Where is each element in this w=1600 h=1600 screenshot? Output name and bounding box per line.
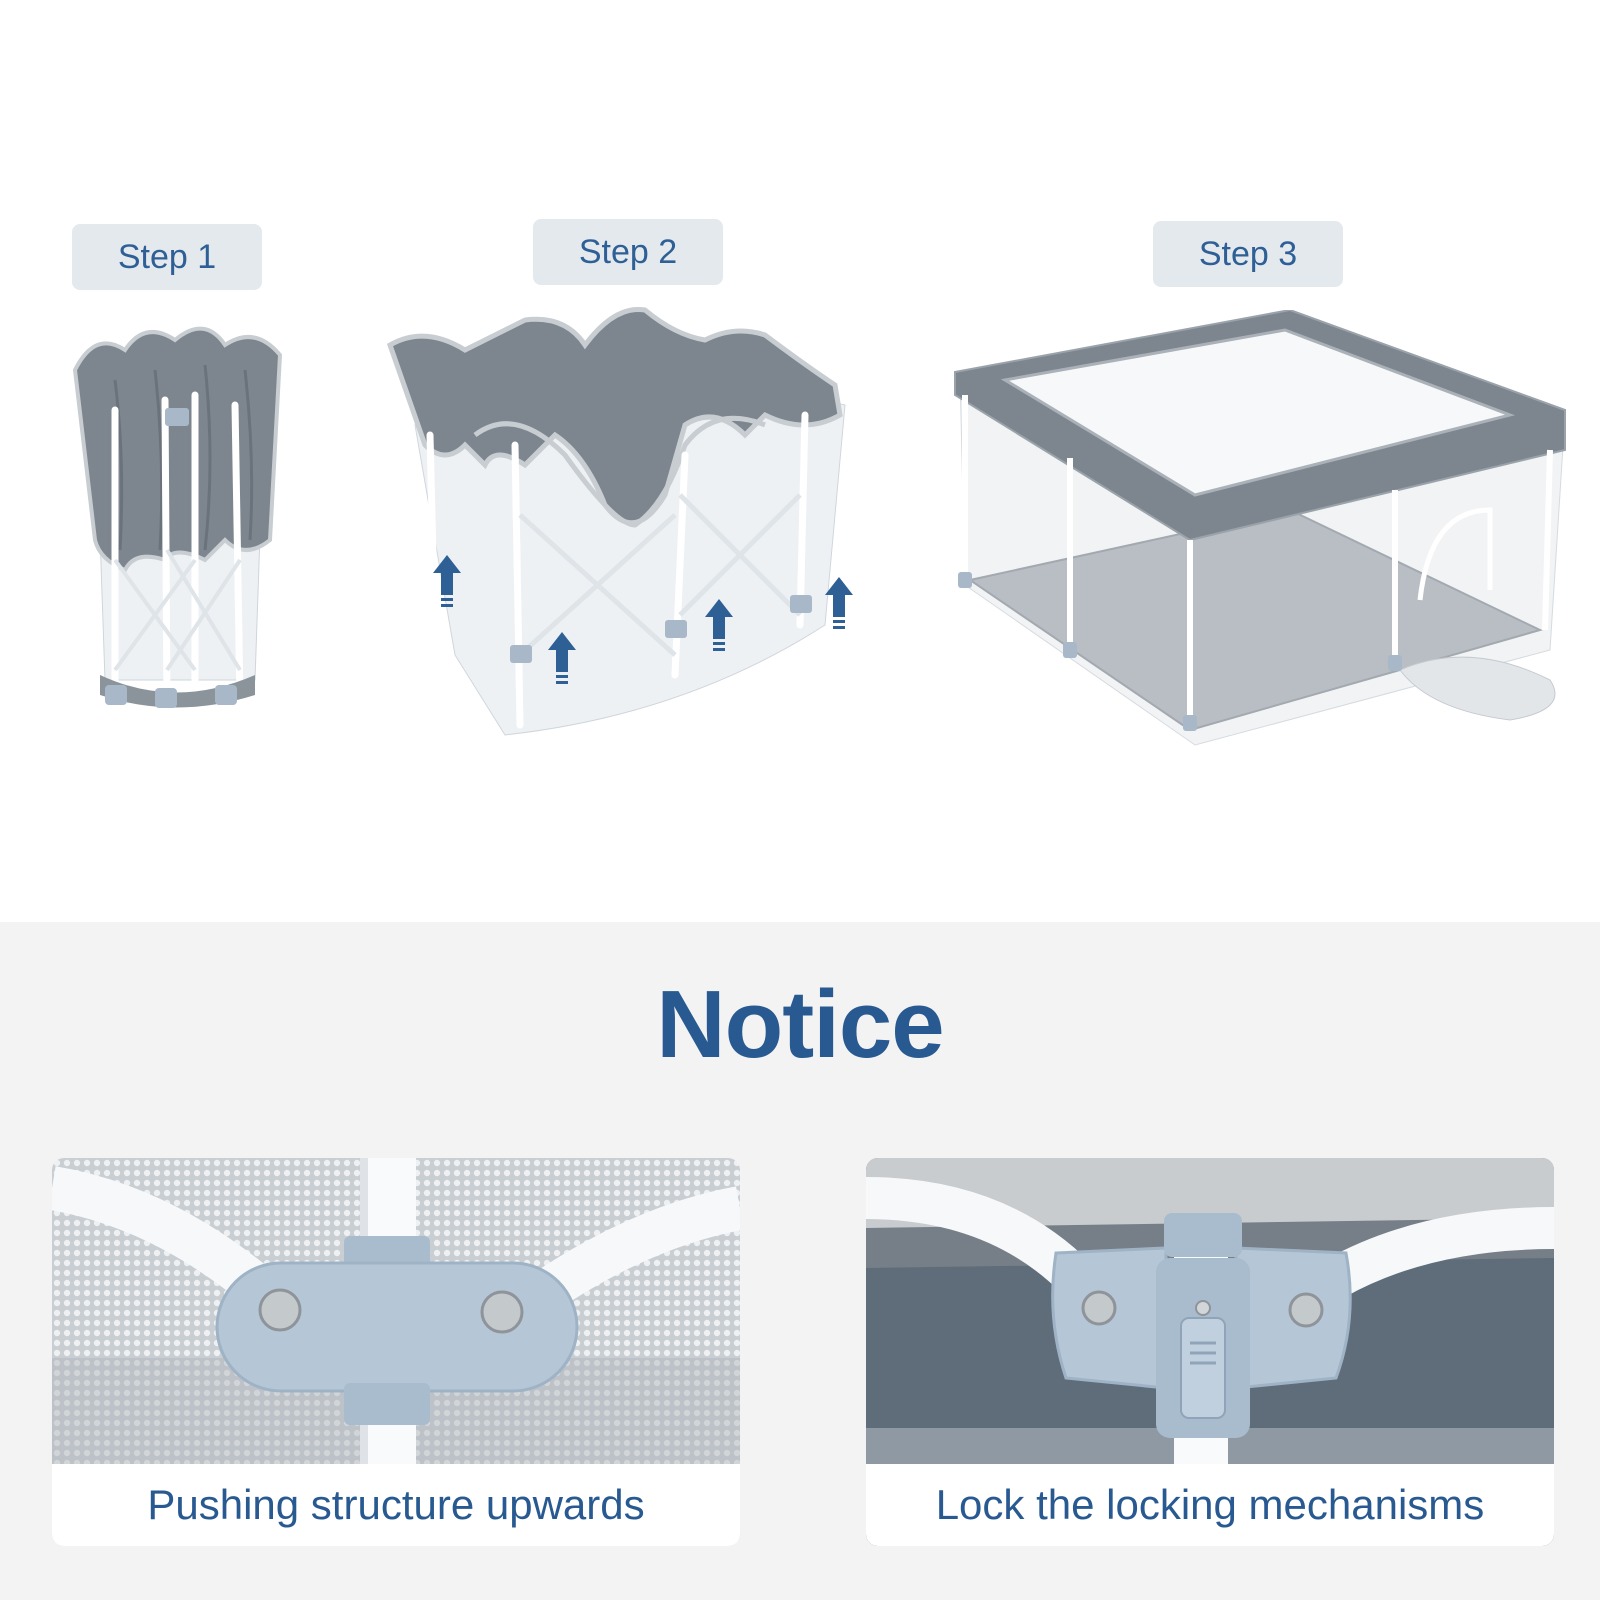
notice-title: Notice bbox=[656, 971, 944, 1078]
step-1-badge: Step 1 bbox=[72, 224, 262, 290]
assembled-playpen-image bbox=[954, 310, 1566, 746]
lock-card: Lock the locking mechanisms bbox=[866, 1158, 1554, 1546]
lock-caption: Lock the locking mechanisms bbox=[866, 1464, 1554, 1546]
step-3-label: Step 3 bbox=[1198, 234, 1298, 273]
folded-playpen-image bbox=[72, 326, 283, 709]
expanding-playpen-image bbox=[386, 306, 853, 736]
hinge-caption: Pushing structure upwards bbox=[52, 1464, 740, 1546]
step-1-label: Step 1 bbox=[117, 237, 217, 276]
step-3-badge: Step 3 bbox=[1153, 221, 1343, 287]
step-2-label: Step 2 bbox=[578, 232, 678, 271]
step-2-badge: Step 2 bbox=[533, 219, 723, 285]
hinge-card: Pushing structure upwards bbox=[52, 1158, 740, 1546]
up-arrow-icon bbox=[433, 555, 853, 684]
